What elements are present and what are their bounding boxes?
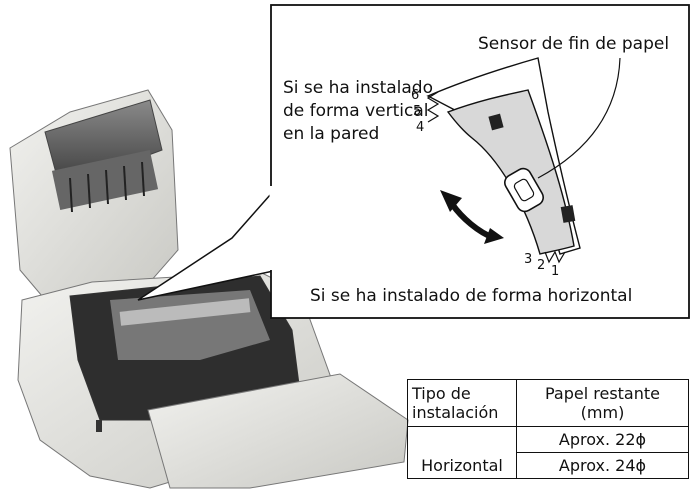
horizontal-label: Si se ha instalado de forma horizontal (310, 286, 633, 306)
row-value-1: Aprox. 22ϕ (516, 426, 689, 453)
position-3: 3 (524, 252, 533, 267)
header-paper-remaining: Papel restante (mm) (516, 379, 689, 427)
row-type-horizontal: Horizontal (407, 426, 517, 479)
row-value-2: Aprox. 24ϕ (516, 452, 689, 479)
sensor-plate (446, 89, 575, 255)
vertical-label-line-2: de forma vertical (283, 101, 429, 121)
paper-remaining-table: Tipo de instalación Papel restante (mm) … (407, 379, 689, 479)
sensor-label: Sensor de fin de papel (478, 34, 670, 54)
table-header-row: Tipo de instalación Papel restante (mm) (407, 379, 689, 427)
printer-front-cover (147, 373, 409, 489)
table-row: Horizontal Aprox. 22ϕ (407, 426, 689, 479)
position-1: 1 (551, 264, 560, 279)
position-6: 6 (411, 88, 420, 103)
vertical-label-line-3: en la pared (283, 124, 380, 144)
position-5: 5 (413, 104, 422, 119)
header-installation-type: Tipo de instalación (407, 379, 517, 427)
position-4: 4 (416, 120, 425, 135)
vertical-label-line-1: Si se ha instalado (283, 78, 434, 98)
position-2: 2 (537, 258, 546, 273)
table-row: Aprox. 24ϕ (408, 452, 689, 479)
